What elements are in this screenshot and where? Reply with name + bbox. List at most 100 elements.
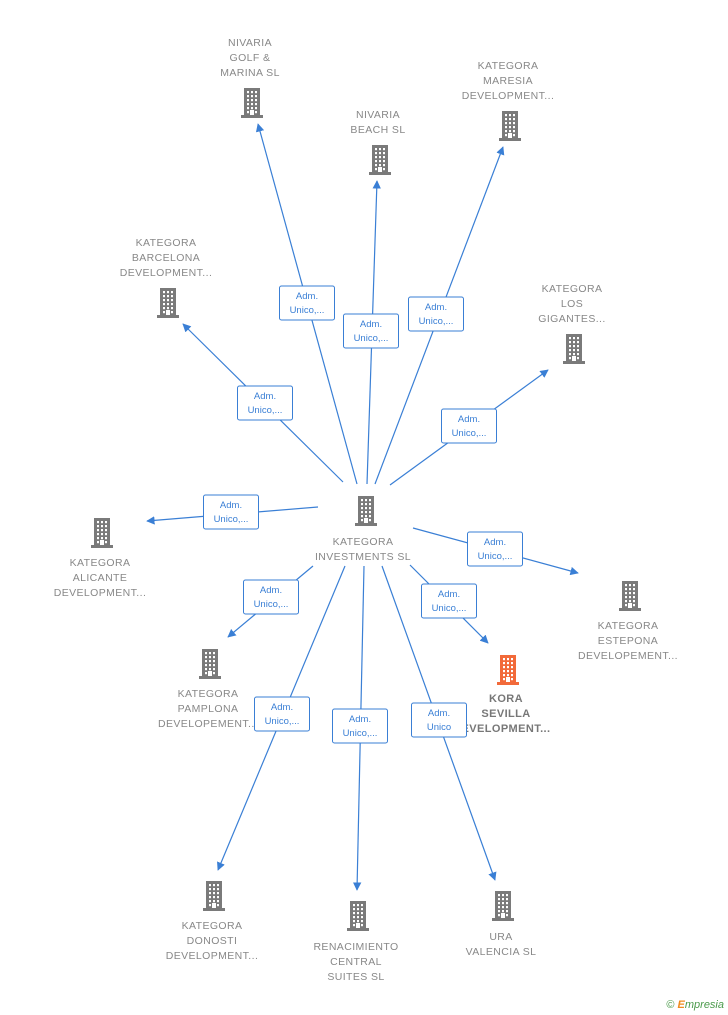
relation-box-nivaria-golf-line-2: Unico,... (290, 305, 325, 316)
node-label-kora-sevilla-line-2: SEVILLA (481, 708, 530, 720)
relation-box-maresia-line-2: Unico,... (419, 316, 454, 327)
footer-brand[interactable]: © Empresia (666, 999, 724, 1011)
building-icon-kora-sevilla (497, 655, 519, 685)
node-label-gigantes[interactable]: KATEGORALOSGIGANTES... (538, 283, 605, 325)
node-label-nivaria-golf-line-2: GOLF & (230, 52, 271, 64)
node-label-nivaria-golf-line-1: NIVARIA (228, 37, 272, 49)
relation-box-barcelona-line-1: Adm. (254, 391, 276, 402)
relation-box-nivaria-beach-line-1: Adm. (360, 319, 382, 330)
relation-box-gigantes-line-1: Adm. (458, 414, 480, 425)
relation-box-nivaria-beach[interactable]: Adm. Unico,... (343, 313, 399, 349)
node-label-nivaria-beach-line-1: NIVARIA (356, 109, 400, 121)
node-label-kora-sevilla-line-3: EVELOPMENT... (462, 723, 551, 735)
relation-box-pamplona[interactable]: Adm. Unico,... (243, 579, 299, 615)
building-icon-nivaria-beach (369, 145, 391, 175)
node-label-pamplona[interactable]: KATEGORA PAMPLONA DEVELOPEMENT... (158, 688, 258, 730)
relation-box-pamplona-line-1: Adm. (260, 585, 282, 596)
node-label-gigantes-line-1: KATEGORA (542, 283, 603, 295)
node-label-ura-valencia-line-1: URA (489, 931, 512, 943)
node-label-donosti-line-1: KATEGORA (182, 920, 243, 932)
relation-box-pamplona-line-2: Unico,... (254, 599, 289, 610)
relation-box-barcelona[interactable]: Adm. Unico,... (237, 385, 293, 421)
node-label-donosti-line-2: DONOSTI (187, 935, 238, 947)
node-label-renacimiento-line-2: CENTRAL (330, 956, 382, 968)
building-icon-barcelona (157, 288, 179, 318)
node-label-donosti-line-3: DEVELOPMENT... (166, 950, 259, 962)
relation-box-ura-valencia[interactable]: Adm. Unico (411, 702, 467, 738)
building-icon-gigantes (563, 334, 585, 364)
node-label-estepona-line-2: ESTEPONA (598, 635, 658, 647)
node-label-kora-sevilla-line-1: KORA (489, 693, 523, 705)
relation-box-nivaria-beach-line-2: Unico,... (354, 333, 389, 344)
relation-box-alicante-line-2: Unico,... (214, 514, 249, 525)
relation-box-estepona-line-1: Adm. (484, 537, 506, 548)
relation-box-renacimiento[interactable]: Adm. Unico,... (332, 708, 388, 744)
node-label-barcelona[interactable]: KATEGORA BARCELONA DEVELOPMENT... (120, 237, 213, 279)
relation-box-nivaria-golf-line-1: Adm. (296, 291, 318, 302)
building-icon-alicante (91, 518, 113, 548)
node-label-barcelona-line-1: KATEGORA (136, 237, 197, 249)
relation-box-gigantes[interactable]: Adm.Unico,... (441, 408, 497, 444)
relation-box-maresia-line-1: Adm. (425, 302, 447, 313)
relation-box-estepona-line-2: Unico,... (478, 551, 513, 562)
relation-box-renacimiento-line-1: Adm. (349, 714, 371, 725)
brand-logo-initial: E (677, 999, 685, 1011)
center-node-label-line-1: KATEGORA (333, 536, 394, 548)
node-label-maresia-line-3: DEVELOPMENT... (462, 90, 555, 102)
relation-box-estepona[interactable]: Adm. Unico,... (467, 531, 523, 567)
node-label-donosti[interactable]: KATEGORA DONOSTI DEVELOPMENT... (166, 920, 259, 962)
relations-layer: Adm. Unico,... Adm. Unico,... Adm. Unico,... A… (203, 285, 523, 744)
node-label-maresia-line-2: MARESIA (483, 75, 533, 87)
relation-box-kora-sevilla[interactable]: Adm. Unico,... (421, 583, 477, 619)
node-label-estepona-line-3: DEVELOPEMENT... (578, 650, 678, 662)
node-label-maresia-line-1: KATEGORA (478, 60, 539, 72)
relation-box-donosti-line-1: Adm. (271, 702, 293, 713)
relation-box-kora-sevilla-line-2: Unico,... (432, 603, 467, 614)
relation-box-ura-valencia-line-2: Unico (427, 722, 451, 733)
node-label-estepona[interactable]: KATEGORA ESTEPONA DEVELOPEMENT... (578, 620, 678, 662)
building-icon-ura-valencia (492, 891, 514, 921)
node-label-ura-valencia[interactable]: URA VALENCIA SL (466, 931, 537, 958)
node-label-alicante[interactable]: KATEGORA ALICANTE DEVELOPMENT... (54, 557, 147, 599)
node-label-estepona-line-1: KATEGORA (598, 620, 659, 632)
building-icon-nivaria-golf (241, 88, 263, 118)
node-label-pamplona-line-2: PAMPLONA (178, 703, 239, 715)
node-label-alicante-line-2: ALICANTE (73, 572, 128, 584)
relation-box-alicante[interactable]: Adm. Unico,... (203, 494, 259, 530)
node-label-gigantes-line-3: GIGANTES... (538, 313, 605, 325)
node-label-ura-valencia-line-2: VALENCIA SL (466, 946, 537, 958)
node-label-maresia[interactable]: KATEGORA MARESIA DEVELOPMENT... (462, 60, 555, 102)
node-label-pamplona-line-3: DEVELOPEMENT... (158, 718, 258, 730)
center-node-label-line-2: INVESTMENTS SL (315, 551, 411, 563)
node-label-kora-sevilla[interactable]: KORA SEVILLA EVELOPMENT... (462, 693, 551, 735)
relation-box-maresia[interactable]: Adm. Unico,... (408, 296, 464, 332)
copyright-symbol: © (666, 999, 675, 1011)
node-label-pamplona-line-1: KATEGORA (178, 688, 239, 700)
center-node-label[interactable]: KATEGORA INVESTMENTS SL (315, 536, 411, 563)
relation-box-donosti-line-2: Unico,... (265, 716, 300, 727)
building-icon-estepona (619, 581, 641, 611)
building-icon-maresia (499, 111, 521, 141)
relation-box-nivaria-golf[interactable]: Adm. Unico,... (279, 285, 335, 321)
node-label-barcelona-line-2: BARCELONA (132, 252, 200, 264)
building-icon-pamplona (199, 649, 221, 679)
center-building-icon (355, 496, 377, 526)
node-label-alicante-line-1: KATEGORA (70, 557, 131, 569)
building-icon-donosti (203, 881, 225, 911)
relation-box-barcelona-line-2: Unico,... (248, 405, 283, 416)
node-label-barcelona-line-3: DEVELOPMENT... (120, 267, 213, 279)
building-icon-renacimiento (347, 901, 369, 931)
relation-box-kora-sevilla-line-1: Adm. (438, 589, 460, 600)
relation-box-donosti[interactable]: Adm. Unico,... (254, 696, 310, 732)
relation-box-alicante-line-1: Adm. (220, 500, 242, 511)
brand-logo-text: mpresia (684, 999, 724, 1011)
node-label-alicante-line-3: DEVELOPMENT... (54, 587, 147, 599)
relation-box-ura-valencia-line-1: Adm. (428, 708, 450, 719)
relation-box-renacimiento-line-2: Unico,... (343, 728, 378, 739)
node-label-renacimiento-line-3: SUITES SL (327, 971, 384, 983)
